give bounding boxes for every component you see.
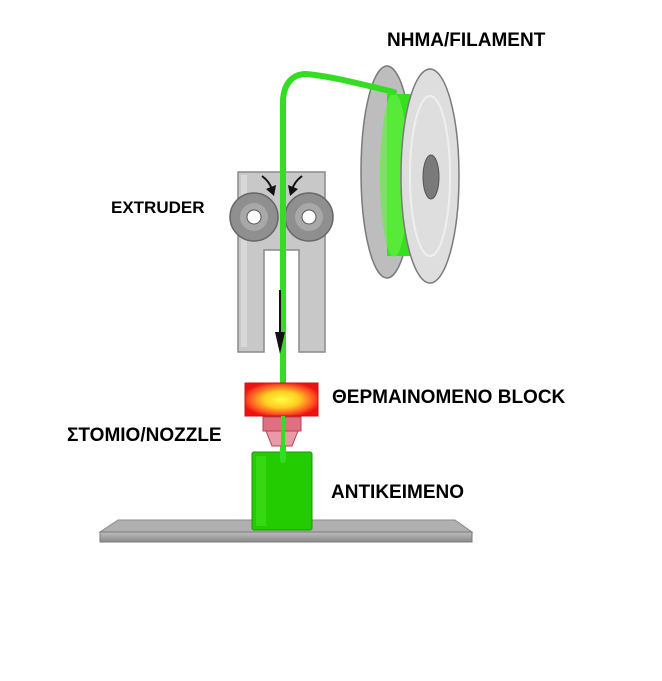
- printed-object: [251, 451, 313, 531]
- extruder-gear-left: [229, 192, 279, 242]
- filament-spool: [360, 65, 460, 284]
- label-filament: ΝΗΜΑ/FILAMENT: [387, 30, 546, 51]
- filament-strand: [280, 70, 397, 463]
- label-object: ΑΝΤΙΚΕΙΜΕΝΟ: [331, 482, 464, 503]
- gear-rotation-arrow-icon: [261, 175, 303, 196]
- nozzle: [262, 416, 302, 452]
- heated-block: [244, 382, 319, 417]
- label-extruder: EXTRUDER: [111, 198, 205, 217]
- label-nozzle: ΣΤΟΜΙΟ/NOZZLE: [67, 425, 222, 446]
- feed-direction-arrow-icon: [275, 290, 285, 354]
- extruder-gear-right: [284, 192, 334, 242]
- label-heated-block: ΘΕΡΜΑΙΝΟΜΕΝΟ BLOCK: [332, 387, 566, 408]
